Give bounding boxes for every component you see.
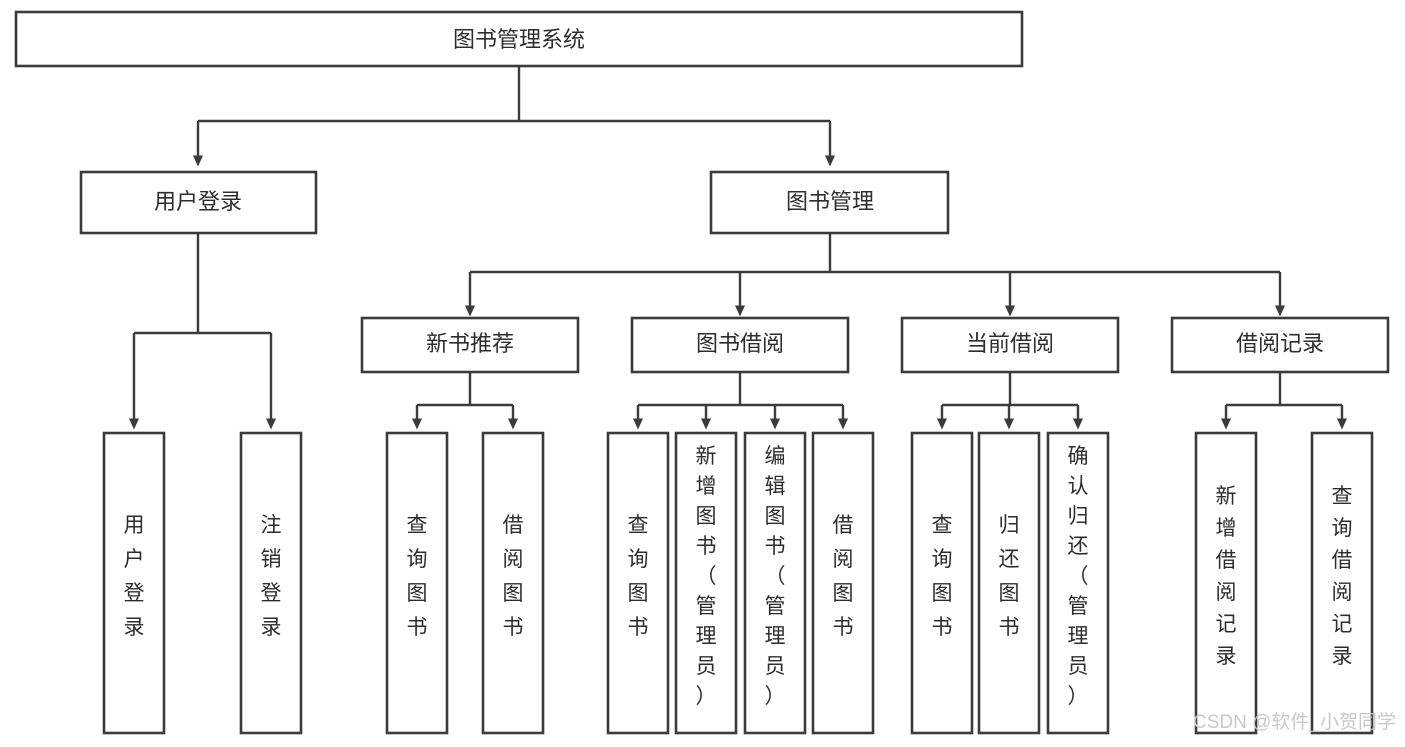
leaf-layer: 用户登录 注销登录 查询图书 借阅图书 查询图书 新增图书（管理员） xyxy=(102,431,1374,735)
node-book-management[interactable]: 图书管理 xyxy=(709,170,950,235)
node-leaf-user-login-label: 用户登录 xyxy=(124,514,145,639)
node-book-management-label: 图书管理 xyxy=(786,189,874,214)
node-leaf-borrow-book-1-box[interactable] xyxy=(481,431,545,735)
node-leaf-return-book-box[interactable] xyxy=(977,431,1041,735)
node-leaf-add-borrow-record[interactable]: 新增借阅记录 xyxy=(1194,431,1258,735)
connector-layer xyxy=(129,66,1347,430)
node-leaf-borrow-book-1-label: 借阅图书 xyxy=(503,514,524,639)
node-leaf-query-book-2-box[interactable] xyxy=(606,431,670,735)
node-user-login-box[interactable] xyxy=(79,170,318,235)
node-leaf-edit-book-admin[interactable]: 编辑图书（管理员） xyxy=(743,431,807,735)
node-leaf-add-borrow-record-label: 新增借阅记录 xyxy=(1216,485,1237,668)
node-leaf-query-book-3-label: 查询图书 xyxy=(932,514,953,639)
node-leaf-confirm-return-admin-box[interactable] xyxy=(1046,431,1110,735)
node-root[interactable]: 图书管理系统 xyxy=(14,10,1024,68)
node-book-borrow-label: 图书借阅 xyxy=(696,331,784,356)
node-leaf-query-book-2[interactable]: 查询图书 xyxy=(606,431,670,735)
node-leaf-query-book-1-label: 查询图书 xyxy=(407,514,428,639)
node-leaf-query-borrow-record-box[interactable] xyxy=(1310,431,1374,735)
node-leaf-borrow-book-2-box[interactable] xyxy=(811,431,875,735)
node-leaf-query-book-1-box[interactable] xyxy=(385,431,449,735)
node-leaf-query-book-3-box[interactable] xyxy=(910,431,974,735)
watermark-label: CSDN @软件_小贺同学 xyxy=(1193,711,1396,733)
node-leaf-user-login-box[interactable] xyxy=(102,431,166,735)
node-leaf-confirm-return-admin[interactable]: 确认归还（管理员） xyxy=(1046,431,1110,735)
node-leaf-confirm-return-admin-label: 确认归还（管理员） xyxy=(1068,445,1089,708)
node-leaf-add-book-admin[interactable]: 新增图书（管理员） xyxy=(674,431,738,735)
node-current-borrow-label: 当前借阅 xyxy=(966,331,1054,356)
node-leaf-return-book[interactable]: 归还图书 xyxy=(977,431,1041,735)
node-borrow-record-box[interactable] xyxy=(1170,316,1390,374)
node-leaf-query-book-3[interactable]: 查询图书 xyxy=(910,431,974,735)
node-borrow-record-label: 借阅记录 xyxy=(1236,331,1324,356)
node-user-login[interactable]: 用户登录 xyxy=(79,170,318,235)
node-leaf-query-borrow-record-label: 查询借阅记录 xyxy=(1332,485,1353,668)
node-root-label: 图书管理系统 xyxy=(453,27,585,52)
node-leaf-edit-book-admin-label: 编辑图书（管理员） xyxy=(765,445,786,708)
node-new-book-recommend[interactable]: 新书推荐 xyxy=(360,316,580,374)
node-leaf-add-book-admin-box[interactable] xyxy=(674,431,738,735)
node-current-borrow-box[interactable] xyxy=(900,316,1120,374)
node-leaf-borrow-book-2-label: 借阅图书 xyxy=(833,514,854,639)
node-leaf-logout-login-box[interactable] xyxy=(239,431,303,735)
node-leaf-logout-login[interactable]: 注销登录 xyxy=(239,431,303,735)
node-leaf-return-book-label: 归还图书 xyxy=(999,514,1020,639)
node-leaf-query-book-2-label: 查询图书 xyxy=(628,514,649,639)
node-new-book-recommend-box[interactable] xyxy=(360,316,580,374)
node-root-box[interactable] xyxy=(14,10,1024,68)
node-book-management-box[interactable] xyxy=(709,170,950,235)
node-leaf-borrow-book-2[interactable]: 借阅图书 xyxy=(811,431,875,735)
node-user-login-label: 用户登录 xyxy=(154,189,242,214)
node-book-borrow-box[interactable] xyxy=(630,316,850,374)
node-book-borrow[interactable]: 图书借阅 xyxy=(630,316,850,374)
node-leaf-user-login[interactable]: 用户登录 xyxy=(102,431,166,735)
node-current-borrow[interactable]: 当前借阅 xyxy=(900,316,1120,374)
node-new-book-recommend-label: 新书推荐 xyxy=(426,331,514,356)
node-leaf-add-borrow-record-box[interactable] xyxy=(1194,431,1258,735)
node-leaf-logout-login-label: 注销登录 xyxy=(261,514,282,639)
node-leaf-edit-book-admin-box[interactable] xyxy=(743,431,807,735)
node-leaf-add-book-admin-label: 新增图书（管理员） xyxy=(696,445,717,708)
node-leaf-query-borrow-record[interactable]: 查询借阅记录 xyxy=(1310,431,1374,735)
node-leaf-query-book-1[interactable]: 查询图书 xyxy=(385,431,449,735)
node-borrow-record[interactable]: 借阅记录 xyxy=(1170,316,1390,374)
node-leaf-borrow-book-1[interactable]: 借阅图书 xyxy=(481,431,545,735)
